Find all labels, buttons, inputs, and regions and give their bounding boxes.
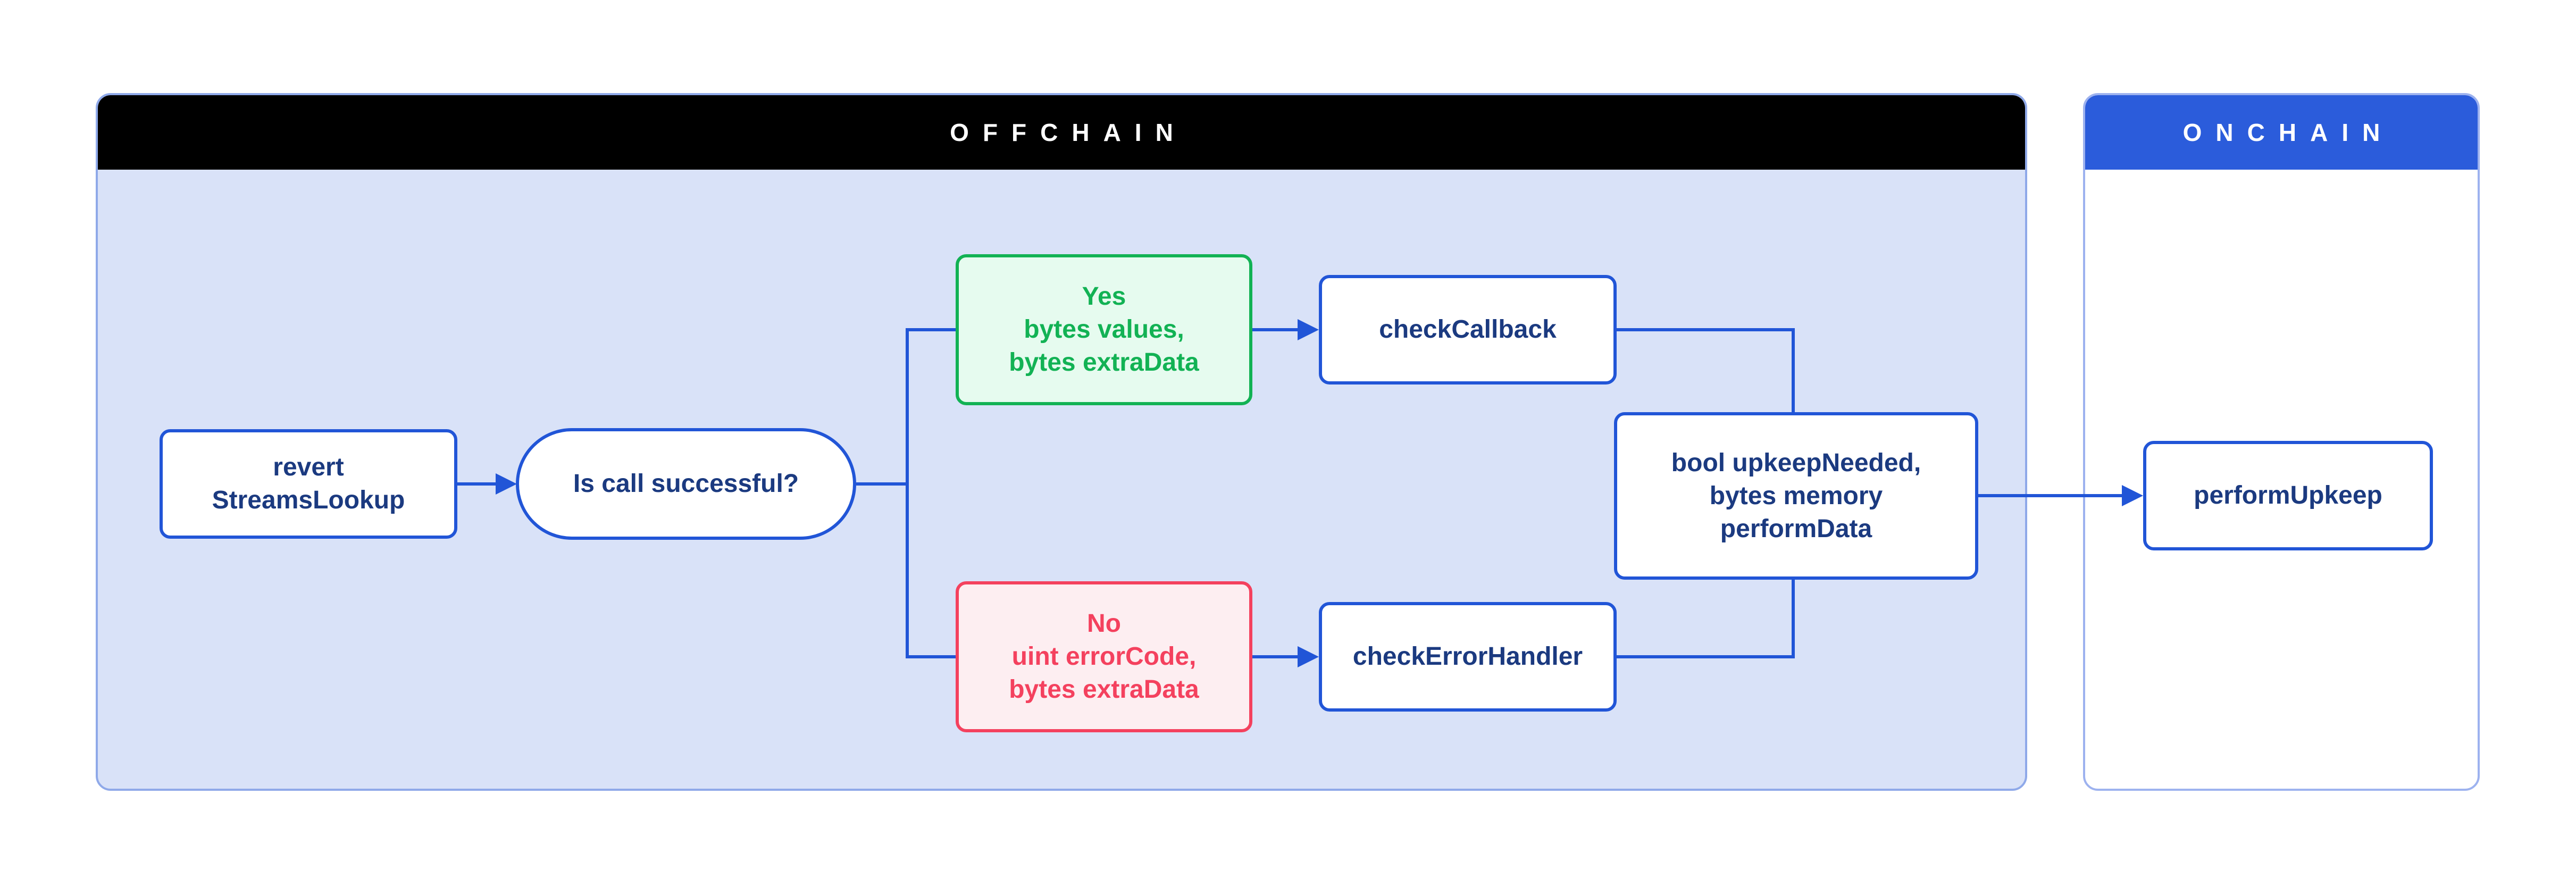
node-check-callback: checkCallback [1319,275,1617,385]
node-label: bytes extraData [1009,675,1199,704]
node-label: bytes extraData [1009,348,1199,377]
arrowhead-icon [1298,646,1319,667]
arrowhead-icon [496,473,517,495]
connector-decision-to-branch [856,482,909,486]
node-label: StreamsLookup [212,486,405,514]
node-label: bytes values, [1024,315,1184,344]
connector-checkcallback-right [1617,328,1795,331]
connector-checkerrorhandler-right [1617,655,1795,658]
onchain-header: ONCHAIN [2085,95,2478,170]
node-label: performData [1720,514,1872,543]
connector-checkcallback-down [1792,330,1795,412]
connector-branch-to-yes [907,328,956,331]
node-upkeep-result: bool upkeepNeeded, bytes memory performD… [1614,412,1978,580]
arrowhead-icon [1298,319,1319,340]
node-no-branch: No uint errorCode, bytes extraData [956,581,1252,732]
node-label: checkErrorHandler [1352,642,1583,671]
node-label: bytes memory [1709,481,1883,510]
node-label: Is call successful? [573,470,799,498]
node-label: checkCallback [1379,315,1557,344]
node-is-call-successful: Is call successful? [516,428,856,540]
connector-yes-to-checkcallback [1252,328,1299,331]
node-check-error-handler: checkErrorHandler [1319,602,1617,712]
connector-no-to-checkerrorhandler [1252,655,1299,658]
connector-branch-to-no [907,655,956,658]
connector-checkerrorhandler-up [1792,580,1795,658]
connector-result-to-performupkeep [1978,494,2123,497]
node-label: No [1087,609,1121,638]
node-label: performUpkeep [2194,481,2382,509]
node-label: Yes [1082,282,1126,311]
onchain-title: ONCHAIN [2182,119,2394,146]
node-perform-upkeep: performUpkeep [2143,441,2433,550]
node-label: bool upkeepNeeded, [1671,448,1921,477]
connector-revert-to-decision [457,482,498,486]
node-yes-branch: Yes bytes values, bytes extraData [956,254,1252,405]
arrowhead-icon [2122,485,2143,506]
node-label: revert [273,453,344,481]
node-revert-streams-lookup: revert StreamsLookup [160,429,457,539]
offchain-header: OFFCHAIN [98,95,2025,170]
node-label: uint errorCode, [1011,642,1197,671]
connector-branch-vertical [906,328,909,658]
offchain-title: OFFCHAIN [950,119,1187,146]
